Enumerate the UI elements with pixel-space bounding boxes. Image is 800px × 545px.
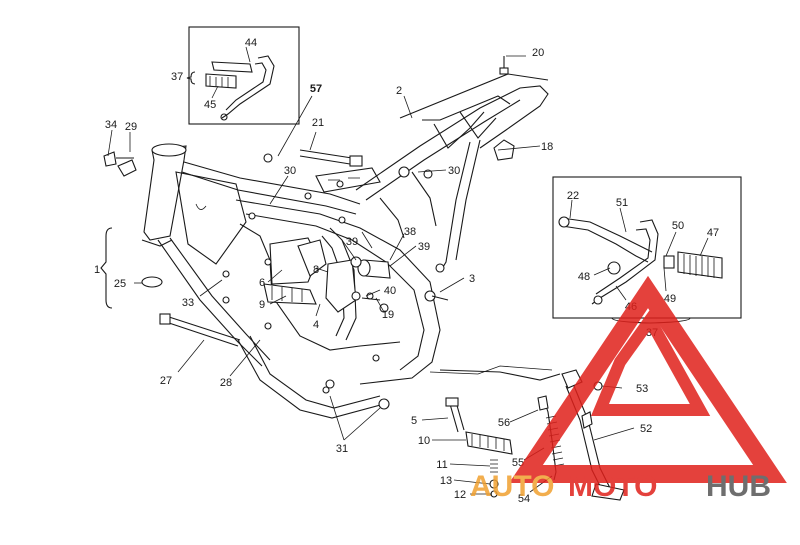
- leader-44: [245, 46, 251, 63]
- callout-50: 50: [672, 220, 684, 232]
- leader-48: [593, 267, 611, 276]
- callout-20: 20: [532, 47, 544, 59]
- callout-27: 27: [160, 375, 172, 387]
- leader-49: [663, 267, 667, 292]
- callout-10: 10: [418, 435, 430, 447]
- leader-22: [569, 199, 573, 219]
- brace-37a: [186, 71, 196, 85]
- callout-56: 56: [498, 417, 510, 429]
- footpeg-right-drawing: [558, 216, 723, 305]
- logo-triangle-inner: [591, 308, 711, 416]
- callout-45: 45: [204, 99, 216, 111]
- callout-30-left: 30: [284, 165, 296, 177]
- callout-38: 38: [404, 226, 416, 238]
- callout-4: 4: [313, 319, 319, 331]
- callout-47: 47: [707, 227, 719, 239]
- logo-text-hub: HUB: [706, 470, 771, 503]
- callout-31: 31: [336, 443, 348, 455]
- callout-30-right: 30: [448, 165, 460, 177]
- callout-39-right: 39: [418, 241, 430, 253]
- callout-39-left: 39: [346, 236, 358, 248]
- logo-text-moto: MOTO: [568, 470, 657, 503]
- logo-triangle-outer: [509, 275, 787, 483]
- brace-1: [100, 227, 113, 309]
- callout-labels: 44 37 45 57 2 20 18 21 30 30 34 29 1 25 …: [94, 37, 719, 505]
- callout-21: 21: [312, 117, 324, 129]
- callout-6: 6: [259, 277, 265, 289]
- inset-box-footpeg: [188, 26, 300, 125]
- callout-52: 52: [640, 423, 652, 435]
- callout-5: 5: [411, 415, 417, 427]
- callout-1: 1: [94, 264, 100, 276]
- leader-lines: [100, 55, 635, 495]
- callout-13: 13: [440, 475, 452, 487]
- callout-57: 57: [310, 83, 322, 95]
- callout-8: 8: [313, 264, 319, 276]
- leader-47: [699, 237, 709, 257]
- callout-33: 33: [182, 297, 194, 309]
- callout-37-top: 37: [171, 71, 183, 83]
- main-frame-drawing: [103, 56, 561, 419]
- leader-50: [665, 231, 677, 257]
- callout-28: 28: [220, 377, 232, 389]
- callout-51: 51: [616, 197, 628, 209]
- watermark-logo: AUTO MOTO HUB: [470, 275, 787, 503]
- callout-54: 54: [518, 493, 530, 505]
- footpeg-bracket-drawing: [205, 55, 275, 121]
- callout-11: 11: [436, 459, 447, 471]
- leader-45: [211, 85, 219, 99]
- callout-34: 34: [105, 119, 117, 131]
- leader-46: [615, 285, 627, 301]
- callout-25: 25: [114, 278, 126, 290]
- callout-48: 48: [578, 271, 590, 283]
- callout-3: 3: [469, 273, 475, 285]
- callout-2: 2: [396, 85, 402, 97]
- callout-19: 19: [382, 309, 394, 321]
- callout-22: 22: [567, 190, 579, 202]
- callout-53: 53: [636, 383, 648, 395]
- callout-49: 49: [664, 293, 676, 305]
- logo-text-auto: AUTO: [470, 470, 554, 503]
- callout-40: 40: [384, 285, 396, 297]
- leader-51: [619, 207, 627, 233]
- callout-18: 18: [541, 141, 553, 153]
- callout-29: 29: [125, 121, 137, 133]
- callout-44: 44: [245, 37, 257, 49]
- callout-12: 12: [454, 489, 466, 501]
- callout-9: 9: [259, 299, 265, 311]
